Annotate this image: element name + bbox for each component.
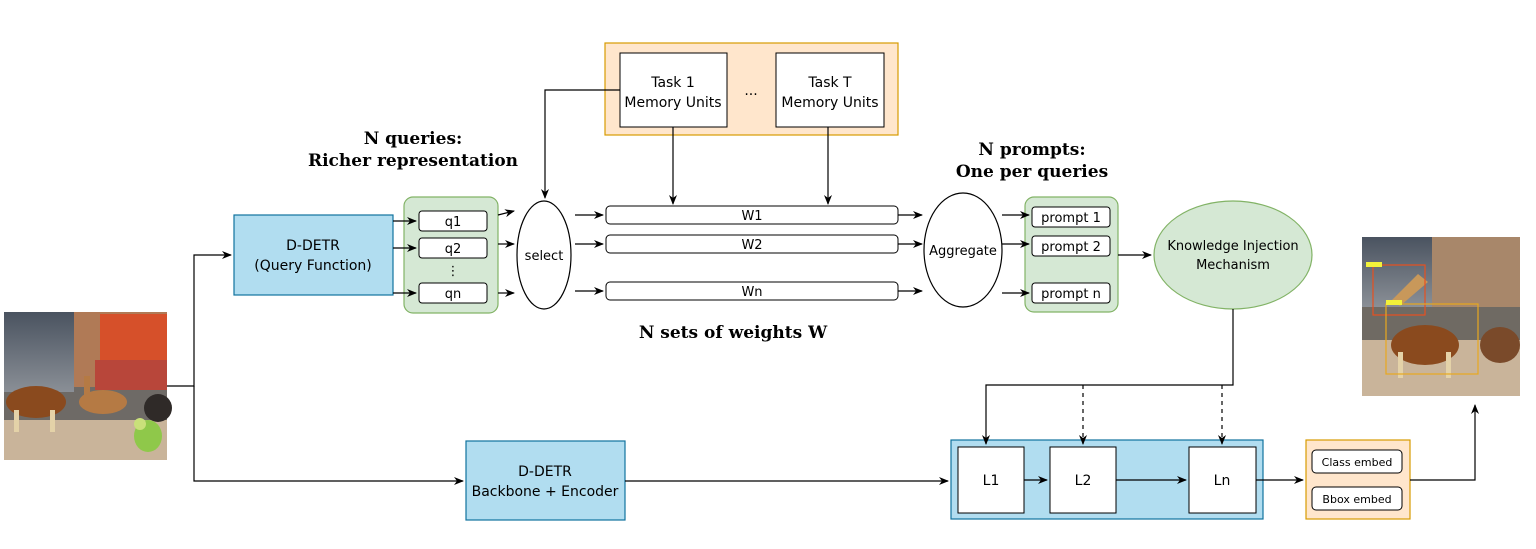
query-qn [418,282,488,304]
query-function-label: D-DETR [286,238,340,254]
taskT-label: Memory Units [781,95,878,111]
detection-label-tag [1366,262,1382,267]
select-node [516,200,572,310]
backbone-label: D-DETR [518,464,572,480]
decoder-layer-label: L1 [983,473,1000,489]
query-function-box [233,214,394,296]
detection-box [1385,303,1479,375]
prompts-heading: N prompts: [978,140,1085,160]
prompt-label: prompt 1 [1041,211,1101,226]
detection-label-tag [1386,300,1402,305]
query-label: q2 [445,242,462,257]
query-label: qn [445,287,462,302]
prompt-label: prompt 2 [1041,240,1101,255]
taskT-memory-units [775,52,885,128]
aggregate-node [923,192,1003,308]
queries-heading: N queries: [364,129,463,149]
queries-heading: Richer representation [308,151,518,171]
backbone-encoder-box [465,440,626,521]
bbox-embed [1311,486,1403,511]
weight-label: W2 [741,238,762,253]
knowledge-injection-label: Mechanism [1196,258,1270,273]
decoder-layer-label: Ln [1214,473,1231,489]
knowledge-injection-label: Knowledge Injection [1167,239,1298,254]
backbone-label: Backbone + Encoder [472,484,619,500]
dashed-injection-arrows [1079,385,1226,445]
prompt-1 [1031,206,1111,228]
decoder-layer-ln [1188,446,1257,514]
prompt-2 [1031,235,1111,257]
task1-label: Task 1 [650,75,695,91]
prompt-label: prompt n [1041,287,1101,302]
query-label: q1 [445,215,462,230]
query-q1 [418,210,488,232]
weights-heading: N sets of weights W [639,323,828,343]
prompt-n [1031,282,1111,304]
query-q2 [418,237,488,259]
detection-box [1372,264,1426,316]
taskT-label: Task T [807,75,852,91]
output-image [1362,237,1520,396]
aggregate-label: Aggregate [929,244,997,259]
embed-label: Class embed [1322,456,1393,469]
decoder-layer-label: L2 [1075,473,1092,489]
weight-label: W1 [741,209,762,224]
knowledge-injection-node [1153,200,1313,310]
decoder-layer-l1 [957,446,1025,514]
query-ellipsis: ⋮ [447,264,460,279]
weight-label: Wn [741,285,762,300]
input-image [4,312,172,460]
decoder-layer-l2 [1049,446,1117,514]
task1-label: Memory Units [624,95,721,111]
embed-label: Bbox embed [1322,493,1391,506]
query-function-label: (Query Function) [254,258,371,274]
class-embed [1311,449,1403,474]
connector-arrows [167,89,1479,485]
prompts-heading: One per queries [956,162,1108,182]
memory-ellipsis: ... [744,83,757,99]
select-label: select [525,249,564,264]
